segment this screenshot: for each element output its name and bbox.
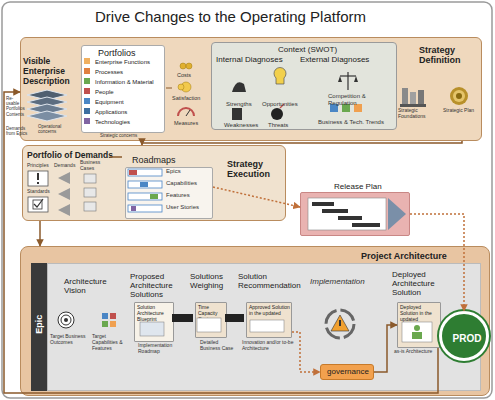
- annotation-label: Standards: [27, 189, 53, 195]
- node-text: Deployed Solution in the updated: [400, 305, 440, 322]
- node-text: Strategy Execution: [227, 159, 283, 180]
- annotation-label: Competition & Regulation: [328, 93, 378, 107]
- node-text: Solutions Weighing: [190, 272, 234, 290]
- strategy-icons: [400, 87, 468, 107]
- annotation-label: Business Cases: [80, 160, 106, 172]
- annotation-label: as-is Architecture: [394, 349, 434, 355]
- connector: [292, 332, 320, 372]
- vision-icons: [58, 312, 116, 328]
- node-text: Technologies: [95, 119, 165, 126]
- annotation-label: Satisfaction: [172, 95, 208, 101]
- annotation-label: Demands from Epics: [6, 126, 32, 136]
- annotation-label: Threats: [268, 122, 298, 129]
- node-text: External Diagnoses: [300, 55, 395, 64]
- node-text: Visible Enterprise Description: [23, 57, 79, 86]
- annotation-label: Strengths: [226, 101, 258, 108]
- node-text: governance: [321, 367, 375, 376]
- node-text: Epic: [34, 309, 44, 339]
- connector: [213, 187, 300, 207]
- node-text: Enterprise Functions: [95, 59, 165, 66]
- roadmap-bars: [128, 169, 162, 212]
- connector: [4, 92, 438, 393]
- annotation-label: Strategic Foundations: [398, 108, 434, 120]
- epic-bar: Epic: [31, 263, 47, 391]
- node-text: Information & Material: [95, 79, 165, 86]
- annotation-label: Innovation and/or to-be Architecture: [242, 340, 294, 352]
- node-text: Implementation: [310, 277, 370, 286]
- release-gantt: [308, 198, 406, 230]
- connector: [374, 325, 397, 372]
- deployed-thumb: [402, 322, 432, 342]
- node-text: Deployed Architecture Solution: [392, 270, 462, 298]
- enterprise-stack: [27, 90, 67, 121]
- node-text: Approved Solution in the updated: [249, 305, 291, 317]
- annotation-label: Business & Tech. Trends: [318, 119, 388, 126]
- annotation-label: Target Business Outcomes: [50, 334, 90, 346]
- governance-box: governance: [320, 364, 374, 380]
- connector: [39, 221, 41, 246]
- solution-ribbon: [140, 314, 284, 336]
- portfolio-icons: [84, 58, 90, 124]
- node-text: PROD: [442, 333, 492, 345]
- prod-circle: PROD: [439, 311, 489, 361]
- measure-icons: [166, 63, 194, 116]
- node-text: Applications: [95, 109, 165, 116]
- connector: [410, 214, 464, 311]
- node-text: Processes: [95, 69, 165, 76]
- node-text: Strategy Definition: [419, 45, 479, 66]
- diagram-title: Drive Changes to the Operating Platform: [95, 8, 425, 25]
- annotation-label: Measures: [174, 120, 204, 126]
- annotation-label: Demands: [54, 163, 78, 169]
- node-text: Context (SWOT): [278, 45, 378, 54]
- annotation-label: Strategic concerns: [100, 133, 150, 138]
- node-text: Roadmaps: [132, 155, 192, 165]
- annotation-label: User Stories: [166, 204, 206, 211]
- node-text: Architecture Vision: [64, 277, 126, 295]
- implementation-cycle: [326, 310, 354, 338]
- demand-icons: [28, 157, 122, 216]
- annotation-label: Capabilities: [166, 180, 206, 187]
- node-text: Internal Diagnoses: [216, 55, 296, 64]
- node-text: Proposed Architecture Solutions: [130, 272, 188, 300]
- node-text: Solution Recommendation: [238, 272, 302, 290]
- annotation-label: Features: [166, 192, 206, 199]
- annotation-label: Principles: [27, 163, 53, 169]
- node-text: Portfolio of Demands: [27, 151, 127, 161]
- annotation-label: Opportunities: [262, 101, 302, 108]
- annotation-label: Costs: [177, 72, 197, 78]
- annotation-label: Epics: [166, 168, 206, 175]
- node-text: Solution Architecture Blueprint: [137, 305, 173, 322]
- node-text: Equipment: [95, 99, 165, 106]
- annotation-label: Re-usable Portfolios Contents: [6, 96, 22, 117]
- connector: [142, 141, 462, 145]
- node-text: People: [95, 89, 165, 96]
- annotation-label: Target Capabilities & Features: [92, 334, 128, 351]
- node-text: Project Architecture: [361, 251, 471, 261]
- annotation-label: Strategic Plan: [443, 108, 477, 114]
- node-text: Release Plan: [334, 182, 394, 191]
- annotation-label: Detailed Business Case: [200, 340, 240, 352]
- annotation-label: Weaknesses: [224, 122, 260, 129]
- node-text: Portfolios: [98, 48, 158, 58]
- annotation-label: Implementation Roadmap: [138, 343, 184, 355]
- portfolio-box: PortfoliosEnterprise FunctionsProcessesI…: [81, 45, 165, 133]
- annotation-label: Operational concerns: [38, 124, 78, 134]
